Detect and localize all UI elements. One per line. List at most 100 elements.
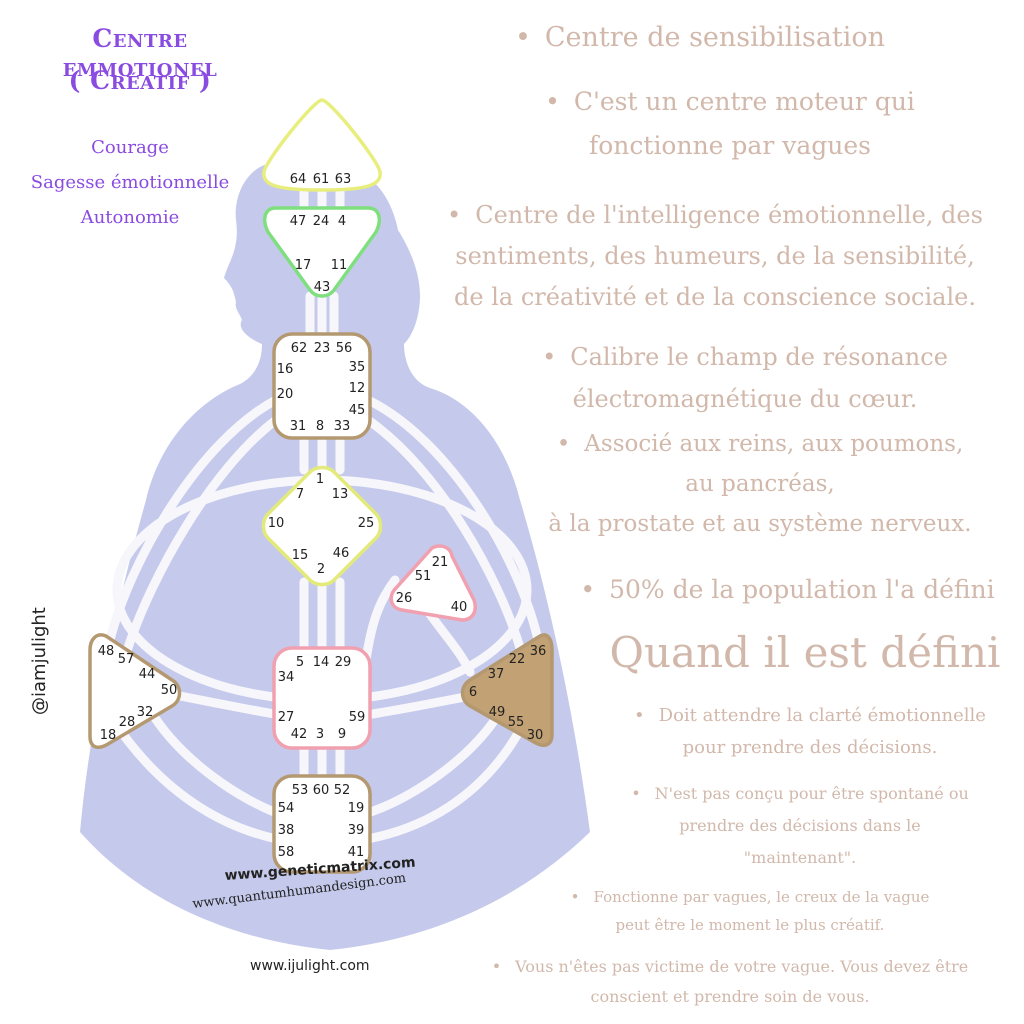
gate-49: 49 — [489, 705, 506, 720]
bullet-line: au pancréas, — [685, 471, 835, 497]
quality-autonomie: Autonomie — [80, 207, 180, 228]
gate-3: 3 — [316, 727, 324, 742]
watermark-handle: @iamjulight — [29, 607, 50, 715]
bullet-line: •Doit attendre la clarté émotionnelle — [600, 700, 1020, 732]
gate-41: 41 — [348, 845, 365, 860]
gate-4: 4 — [338, 214, 346, 229]
gate-45: 45 — [349, 403, 366, 418]
gate-5: 5 — [296, 655, 304, 670]
bullet-text: Centre de sensibilisation — [544, 22, 886, 53]
bullet-line: à la prostate et au système nerveux. — [548, 511, 972, 537]
bullet-line: • Associé aux reins, aux poumons, — [540, 424, 980, 464]
gate-43: 43 — [314, 280, 331, 295]
bullet-line: prendre des décisions dans le — [679, 816, 921, 835]
defined-heading: Quand il est défini — [609, 628, 1001, 677]
bullet-text: Centre de l'intelligence émotionnelle, d… — [475, 201, 983, 229]
watermark-ijulight: www.ijulight.com — [250, 958, 370, 974]
gate-60: 60 — [313, 783, 330, 798]
gate-56: 56 — [336, 341, 353, 356]
bullet-line: • Fonctionne par vagues, le creux de la v… — [520, 883, 980, 911]
bullet-text: Calibre le champ de résonance — [570, 343, 948, 371]
gate-13: 13 — [332, 487, 349, 502]
bullet-dot-icon: • — [556, 431, 571, 457]
bullet-line: peut être le moment le plus créatif. — [615, 916, 885, 934]
bullet-line: de la créativité et de la conscience soc… — [454, 283, 976, 311]
gate-24: 24 — [313, 214, 330, 229]
bullet-dot-icon: • — [542, 343, 557, 371]
bullet-intelligence-emotionnelle: • Centre de l'intelligence émotionnelle, … — [415, 195, 1015, 318]
bullet-line: fonctionne par vagues — [588, 131, 871, 160]
bullet-text: Fonctionne par vagues, le creux de la va… — [593, 888, 930, 906]
bullet-line: • Calibre le champ de résonance — [520, 336, 970, 378]
gate-27: 27 — [278, 710, 295, 725]
center-throat-shape — [272, 332, 372, 440]
gate-48: 48 — [98, 644, 115, 659]
bullet-dot-icon: • — [491, 957, 502, 976]
gate-47: 47 — [290, 214, 307, 229]
bullet-dot-icon: • — [631, 784, 641, 803]
gate-14: 14 — [313, 655, 330, 670]
bullet-champ-resonance: •Calibre le champ de résonance électroma… — [520, 336, 970, 420]
center-head-shape — [262, 98, 382, 192]
gate-7: 7 — [296, 487, 304, 502]
bullet-dot-icon: • — [514, 22, 531, 53]
quality-sagesse: Sagesse émotionnelle — [30, 172, 230, 193]
gate-8: 8 — [316, 419, 324, 434]
center-spleen-shape — [88, 633, 182, 750]
gate-32: 32 — [137, 705, 154, 720]
bullet-sensibilisation: • Centre de sensibilisation — [480, 18, 920, 58]
gate-18: 18 — [100, 728, 117, 743]
gate-58: 58 — [278, 845, 295, 860]
gate-61: 61 — [313, 172, 330, 187]
gate-17: 17 — [295, 258, 312, 273]
gate-44: 44 — [139, 667, 156, 682]
bullet-dot-icon: • — [570, 888, 580, 906]
bullet-centre-moteur: •C'est un centre moteur qui fonctionne p… — [510, 80, 950, 168]
gate-25: 25 — [358, 516, 375, 531]
gate-9: 9 — [338, 727, 346, 742]
bullet-line: • N'est pas conçu pour être spontané ou — [590, 778, 1010, 810]
gate-23: 23 — [314, 341, 331, 356]
bullet-text: N'est pas conçu pour être spontané ou — [654, 784, 969, 803]
gate-53: 53 — [292, 783, 309, 798]
gate-35: 35 — [349, 360, 366, 375]
bullet-line: • Centre de l'intelligence émotionnelle, … — [415, 195, 1015, 236]
gate-62: 62 — [291, 341, 308, 356]
gate-55: 55 — [508, 715, 525, 730]
gate-34: 34 — [278, 670, 295, 685]
gate-22: 22 — [509, 652, 526, 667]
center-ajna-shape — [262, 206, 382, 298]
gate-51: 51 — [415, 569, 432, 584]
bullet-line: •50% de la population l'a défini — [555, 570, 1020, 610]
defined-bullet-vagues: • Fonctionne par vagues, le creux de la v… — [520, 883, 980, 939]
bullet-associe-organes: • Associé aux reins, aux poumons, au panc… — [540, 424, 980, 544]
gate-38: 38 — [278, 823, 295, 838]
bullet-text: Associé aux reins, aux poumons, — [584, 431, 964, 457]
gate-28: 28 — [119, 715, 136, 730]
defined-bullet-spontane: • N'est pas conçu pour être spontané ou p… — [590, 778, 1010, 874]
gate-42: 42 — [291, 727, 308, 742]
gate-40: 40 — [451, 600, 468, 615]
gate-20: 20 — [277, 387, 294, 402]
gate-50: 50 — [161, 683, 178, 698]
bullet-dot-icon: • — [447, 201, 462, 229]
gate-29: 29 — [335, 655, 352, 670]
bullet-text: C'est un centre moteur qui — [573, 87, 915, 116]
bullet-dot-icon: • — [580, 575, 596, 604]
gate-59: 59 — [349, 710, 366, 725]
gate-30: 30 — [527, 728, 544, 743]
